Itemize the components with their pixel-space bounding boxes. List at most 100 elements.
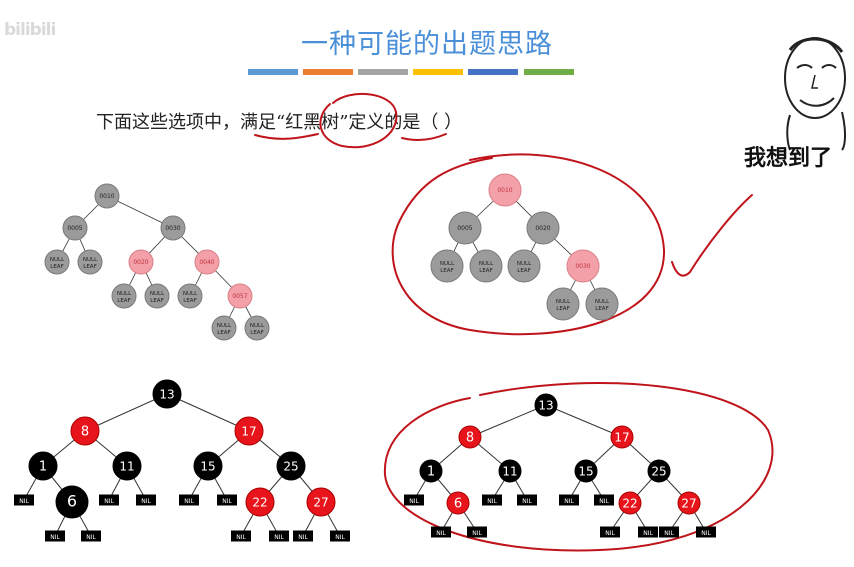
node-label: 0005 <box>67 225 82 232</box>
tree-node <box>448 211 482 245</box>
tree-edge <box>84 393 168 432</box>
color-bar-1 <box>248 69 298 75</box>
tree-node <box>647 459 671 483</box>
node-label: LEAF <box>50 264 63 270</box>
nil-node <box>467 526 487 538</box>
node-label: 0057 <box>232 293 247 300</box>
nil-label: NIL <box>50 534 60 541</box>
node-label: 11 <box>119 459 134 473</box>
node-label: 17 <box>241 424 256 438</box>
node-label: 13 <box>159 387 174 401</box>
node-label: NULL <box>50 257 65 263</box>
node-label: 1 <box>427 465 435 480</box>
node-label: NULL <box>150 291 165 297</box>
tree-node <box>194 249 220 275</box>
nil-node <box>600 526 620 538</box>
node-label: NULL <box>217 323 232 329</box>
nil-label: NIL <box>335 534 345 541</box>
nil-node <box>559 494 579 506</box>
tree-edge <box>166 393 250 432</box>
tree-node <box>62 215 88 241</box>
node-label: 15 <box>578 464 593 478</box>
tree-node <box>498 459 522 483</box>
tree-node <box>28 451 58 481</box>
tree-node <box>585 287 619 321</box>
node-label: 1 <box>39 460 47 475</box>
tree-node <box>610 425 634 449</box>
nil-label: NIL <box>409 498 419 505</box>
tree-edge <box>545 404 623 438</box>
nil-label: NIL <box>599 498 609 505</box>
nil-label: NIL <box>236 534 246 541</box>
node-label: 0010 <box>99 193 114 200</box>
nil-label: NIL <box>436 530 446 537</box>
nil-label: NIL <box>298 534 308 541</box>
node-label: LEAF <box>117 298 130 304</box>
node-label: NULL <box>250 323 265 329</box>
tree-node <box>70 416 100 446</box>
node-label: NULL <box>117 291 132 297</box>
color-bar-2 <box>303 69 353 75</box>
tree-node <box>77 249 103 275</box>
ellipse-tree-b <box>391 153 666 336</box>
nil-node <box>269 530 289 542</box>
tree-node <box>144 283 170 309</box>
nil-label: NIL <box>605 530 615 537</box>
node-label: 22 <box>622 496 637 510</box>
nil-label: NIL <box>104 498 114 505</box>
node-label: LEAF <box>595 306 608 312</box>
tree-node <box>160 215 186 241</box>
node-label: LEAF <box>183 298 196 304</box>
nil-node <box>482 494 502 506</box>
tree-node <box>446 491 470 515</box>
meme-nose <box>811 74 818 89</box>
tree-node <box>245 487 275 517</box>
question-quoted: “红黑树” <box>276 112 349 133</box>
tree-node <box>430 249 464 283</box>
tree-node <box>244 315 270 341</box>
color-bar-6 <box>524 69 574 75</box>
node-label: LEAF <box>479 268 492 274</box>
tree-node <box>488 173 522 207</box>
node-label: 0010 <box>497 187 512 194</box>
color-bar-3 <box>358 69 408 75</box>
tree-node <box>618 491 642 515</box>
node-label: 0030 <box>165 225 180 232</box>
node-label: LEAF <box>556 306 569 312</box>
node-label: NULL <box>479 261 494 267</box>
circle-hongheishu <box>319 92 398 149</box>
question-suffix: 的是（ ） <box>384 112 463 133</box>
tree-node <box>574 459 598 483</box>
nil-node <box>231 530 251 542</box>
nil-label: NIL <box>274 534 284 541</box>
underline-dingyi <box>401 133 447 142</box>
node-label: LEAF <box>250 330 263 336</box>
tree-node <box>193 451 223 481</box>
nil-label: NIL <box>86 534 96 541</box>
nil-node <box>45 530 65 542</box>
nil-label: NIL <box>664 530 674 537</box>
ellipse-tree-d <box>383 381 774 552</box>
nil-node <box>217 494 237 506</box>
tree-node <box>677 491 701 515</box>
node-label: NULL <box>556 299 571 305</box>
node-label: NULL <box>440 261 455 267</box>
tree-node <box>507 249 541 283</box>
node-label: LEAF <box>83 264 96 270</box>
node-label: 6 <box>454 497 462 512</box>
nil-node <box>99 494 119 506</box>
tree-node <box>546 287 580 321</box>
nil-label: NIL <box>472 530 482 537</box>
question-text: 下面这些选项中，满足“红黑树”定义的是（ ） <box>96 108 462 134</box>
nil-node <box>14 494 34 506</box>
checkmark <box>671 194 753 277</box>
node-label: 25 <box>651 464 666 478</box>
node-label: 13 <box>538 398 553 412</box>
node-label: NULL <box>595 299 610 305</box>
nil-node <box>330 530 350 542</box>
tree-node <box>55 485 89 519</box>
